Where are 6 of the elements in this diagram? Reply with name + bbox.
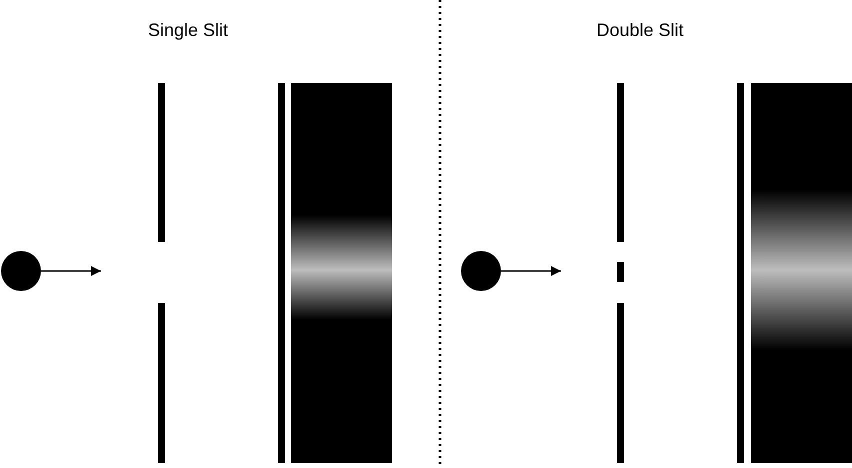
panel-title: Double Slit <box>596 20 684 41</box>
particle-circle <box>1 251 41 291</box>
arrow <box>41 266 101 276</box>
arrow <box>501 266 561 276</box>
panel-title: Single Slit <box>148 20 228 41</box>
particle-circle <box>461 251 501 291</box>
